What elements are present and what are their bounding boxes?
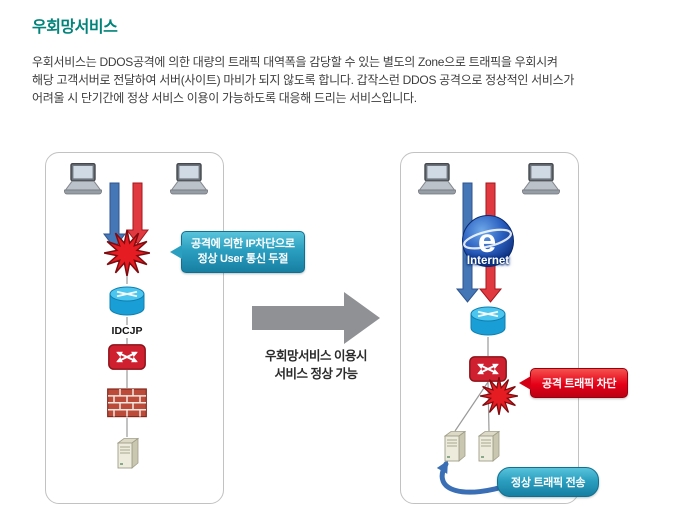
description-line-1: 우회서비스는 DDOS공격에 의한 대량의 트래픽 대역폭을 감당할 수 있는 … <box>32 55 558 69</box>
attack-burst-icon <box>479 376 519 416</box>
ip-block-callout: 공격에 의한 IP차단으로 정상 User 통신 두절 <box>170 231 305 273</box>
switch-icon <box>108 344 146 370</box>
normal-traffic-callout-label: 정상 트래픽 전송 <box>511 477 586 489</box>
transition-caption: 우회망서비스 이용시 서비스 정상 가능 <box>243 347 389 383</box>
transition-caption-line-2: 서비스 정상 가능 <box>274 367 358 381</box>
attack-block-callout-label: 공격 트래픽 차단 <box>542 378 617 390</box>
description-line-2: 해당 고객서버로 전달하여 서버(사이트) 마비가 되지 않도록 합니다. 갑작… <box>32 73 575 87</box>
router-icon <box>106 283 148 317</box>
internet-label: Internet <box>466 255 510 267</box>
transition-arrow-icon <box>252 292 380 344</box>
attack-block-callout: 공격 트래픽 차단 <box>518 368 629 398</box>
server-icon <box>441 430 467 464</box>
page-description: 우회서비스는 DDOS공격에 의한 대량의 트래픽 대역폭을 감당할 수 있는 … <box>32 53 574 107</box>
firewall-icon <box>107 388 147 418</box>
transition-caption-line-1: 우회망서비스 이용시 <box>265 349 367 363</box>
laptop-icon <box>416 162 458 195</box>
ip-block-callout-line-1: 공격에 의한 IP차단으로 <box>191 238 295 250</box>
page-title: 우회망서비스 <box>32 19 118 36</box>
normal-traffic-callout: 정상 트래픽 전송 <box>497 467 600 497</box>
ip-block-callout-line-2: 정상 User 통신 두절 <box>197 253 289 265</box>
laptop-icon <box>62 162 104 195</box>
server-icon <box>475 430 501 464</box>
router-label: IDCJP <box>97 325 157 338</box>
laptop-icon <box>520 162 562 195</box>
laptop-icon <box>168 162 210 195</box>
description-line-3: 어려울 시 단기간에 정상 서비스 이용이 가능하도록 대응해 드리는 서비스입… <box>32 91 417 105</box>
svg-text:e: e <box>478 222 496 259</box>
server-icon <box>114 437 140 471</box>
router-icon <box>467 303 509 337</box>
attack-burst-icon <box>103 229 151 277</box>
switch-icon <box>469 356 507 382</box>
